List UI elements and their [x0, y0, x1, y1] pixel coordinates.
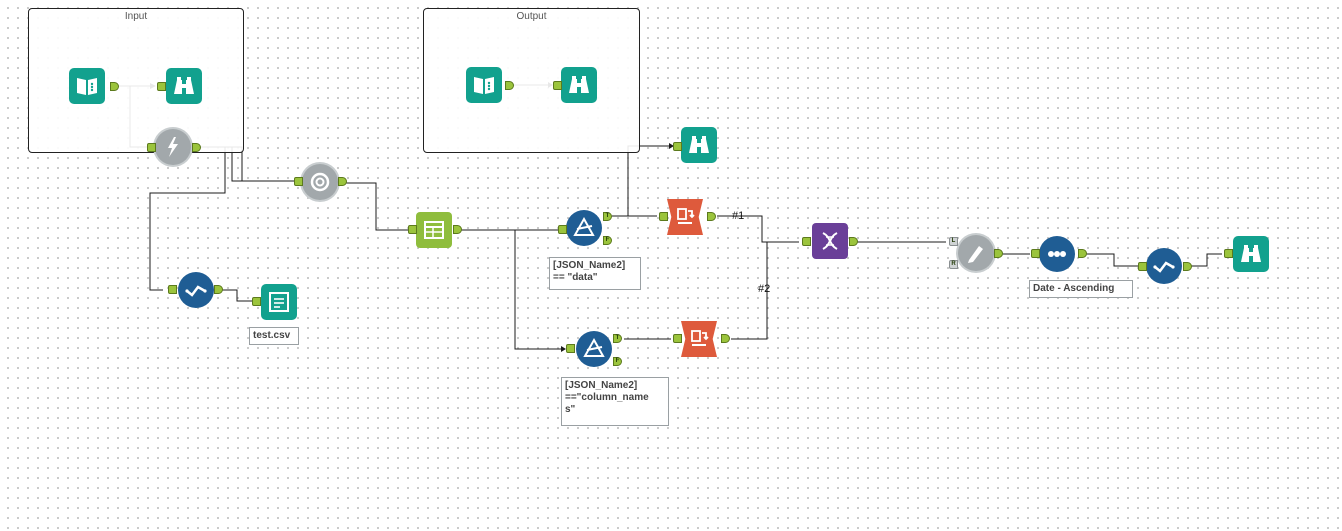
wire-select-to-browse — [1190, 253, 1222, 267]
sort-in-anchor[interactable] — [1031, 249, 1040, 258]
filter2-annotation: [JSON_Name2] =="column_name s" — [561, 377, 669, 426]
swirl-icon — [310, 172, 330, 192]
crosstab1-in-anchor[interactable] — [659, 212, 668, 221]
select1-out-anchor[interactable] — [214, 285, 223, 294]
output-container[interactable]: Output — [423, 8, 640, 153]
dynamic-rename-tool[interactable] — [958, 235, 994, 271]
output-file-annotation: test.csv — [249, 327, 299, 345]
wire-gear-to-table — [346, 182, 408, 231]
binoculars-icon — [174, 77, 194, 94]
browse-final-in-anchor[interactable] — [1224, 249, 1233, 258]
browse-tool-input[interactable] — [166, 68, 202, 104]
json-parse-tool[interactable] — [302, 164, 338, 200]
select2-out-anchor[interactable] — [1183, 262, 1192, 271]
output-data-tool[interactable] — [261, 284, 297, 320]
browse-input-anchor-1[interactable] — [157, 82, 166, 91]
check-path-icon — [185, 285, 207, 297]
browse-tool-filter[interactable] — [681, 127, 717, 163]
text-to-columns-in-anchor[interactable] — [408, 225, 417, 234]
wire-cloud-to-select — [149, 147, 226, 291]
filter2-false-anchor[interactable]: F — [613, 357, 622, 366]
filter-tool-1[interactable] — [566, 210, 602, 246]
text-to-columns-out-anchor[interactable] — [453, 225, 462, 234]
rename-left-anchor[interactable]: L — [949, 237, 958, 246]
select1-in-anchor[interactable] — [168, 285, 177, 294]
filter1-true-anchor[interactable]: T — [603, 212, 612, 221]
filter1-annotation: [JSON_Name2] == "data" — [549, 257, 641, 290]
cloud-input-anchor[interactable] — [147, 143, 156, 152]
document-pen-icon — [269, 292, 289, 312]
pen-icon — [968, 246, 983, 263]
crosstab2-out-anchor[interactable] — [721, 334, 730, 343]
input-data-tool-output[interactable] — [466, 67, 502, 103]
json-parse-in-anchor[interactable] — [294, 177, 303, 186]
rename-right-anchor[interactable]: R — [949, 260, 958, 269]
dna-icon — [822, 232, 838, 250]
select-tool-1[interactable] — [178, 272, 214, 308]
cloud-connector-tool[interactable] — [155, 129, 191, 165]
dots-icon — [1048, 251, 1066, 257]
crosstab1-out-anchor[interactable] — [707, 212, 716, 221]
filter1-in-anchor[interactable] — [558, 225, 567, 234]
binoculars-icon — [569, 76, 589, 93]
binoculars-icon — [1241, 245, 1261, 262]
browse-tool-final[interactable] — [1233, 236, 1269, 272]
input-data-tool[interactable] — [69, 68, 105, 104]
crosstab2-in-anchor[interactable] — [673, 334, 682, 343]
output-data-in-anchor[interactable] — [252, 297, 261, 306]
text-to-columns-tool[interactable] — [416, 212, 452, 248]
cross-tab-tool-1[interactable] — [667, 199, 703, 235]
input-container-title: Input — [124, 11, 148, 22]
cloud-output-anchor[interactable] — [192, 143, 201, 152]
lightning-icon — [168, 137, 178, 157]
join-in-anchor[interactable] — [802, 237, 811, 246]
transpose-icon — [691, 330, 709, 346]
wire-crosstab1-to-join — [717, 215, 799, 243]
output-input-anchor[interactable] — [505, 81, 514, 90]
table-icon — [424, 221, 444, 239]
browse-filter-in-anchor[interactable] — [673, 142, 682, 151]
book-icon — [474, 77, 494, 94]
filter2-in-anchor[interactable] — [566, 344, 575, 353]
wire-label-1: #1 — [732, 210, 745, 222]
sort-annotation: Date - Ascending — [1029, 280, 1133, 298]
join-out-anchor[interactable] — [849, 237, 858, 246]
transpose-icon — [677, 208, 695, 224]
sort-out-anchor[interactable] — [1078, 249, 1087, 258]
check-path-icon — [1153, 261, 1175, 273]
wire-label-2: #2 — [758, 283, 771, 295]
json-parse-out-anchor[interactable] — [338, 177, 347, 186]
input-data-output-anchor[interactable] — [110, 82, 119, 91]
wire-sort-to-select — [1086, 253, 1138, 267]
filter-tool-2[interactable] — [576, 331, 612, 367]
select-tool-2[interactable] — [1146, 248, 1182, 284]
filter-triangle-icon — [573, 216, 595, 236]
output-container-title: Output — [516, 11, 547, 22]
cross-tab-tool-2[interactable] — [681, 321, 717, 357]
filter2-true-anchor[interactable]: T — [613, 334, 622, 343]
wire-filter1-to-browse — [612, 145, 671, 217]
rename-out-anchor[interactable] — [994, 249, 1003, 258]
sort-tool[interactable] — [1039, 236, 1075, 272]
binoculars-icon — [689, 136, 709, 153]
filter-triangle-icon — [583, 337, 605, 357]
input-container[interactable]: Input — [28, 8, 244, 153]
join-multiple-tool[interactable] — [812, 223, 848, 259]
filter1-false-anchor[interactable]: F — [603, 236, 612, 245]
select2-in-anchor[interactable] — [1138, 262, 1147, 271]
browse-tool-output[interactable] — [561, 67, 597, 103]
browse-output-in-anchor[interactable] — [553, 81, 562, 90]
book-icon — [77, 78, 97, 95]
